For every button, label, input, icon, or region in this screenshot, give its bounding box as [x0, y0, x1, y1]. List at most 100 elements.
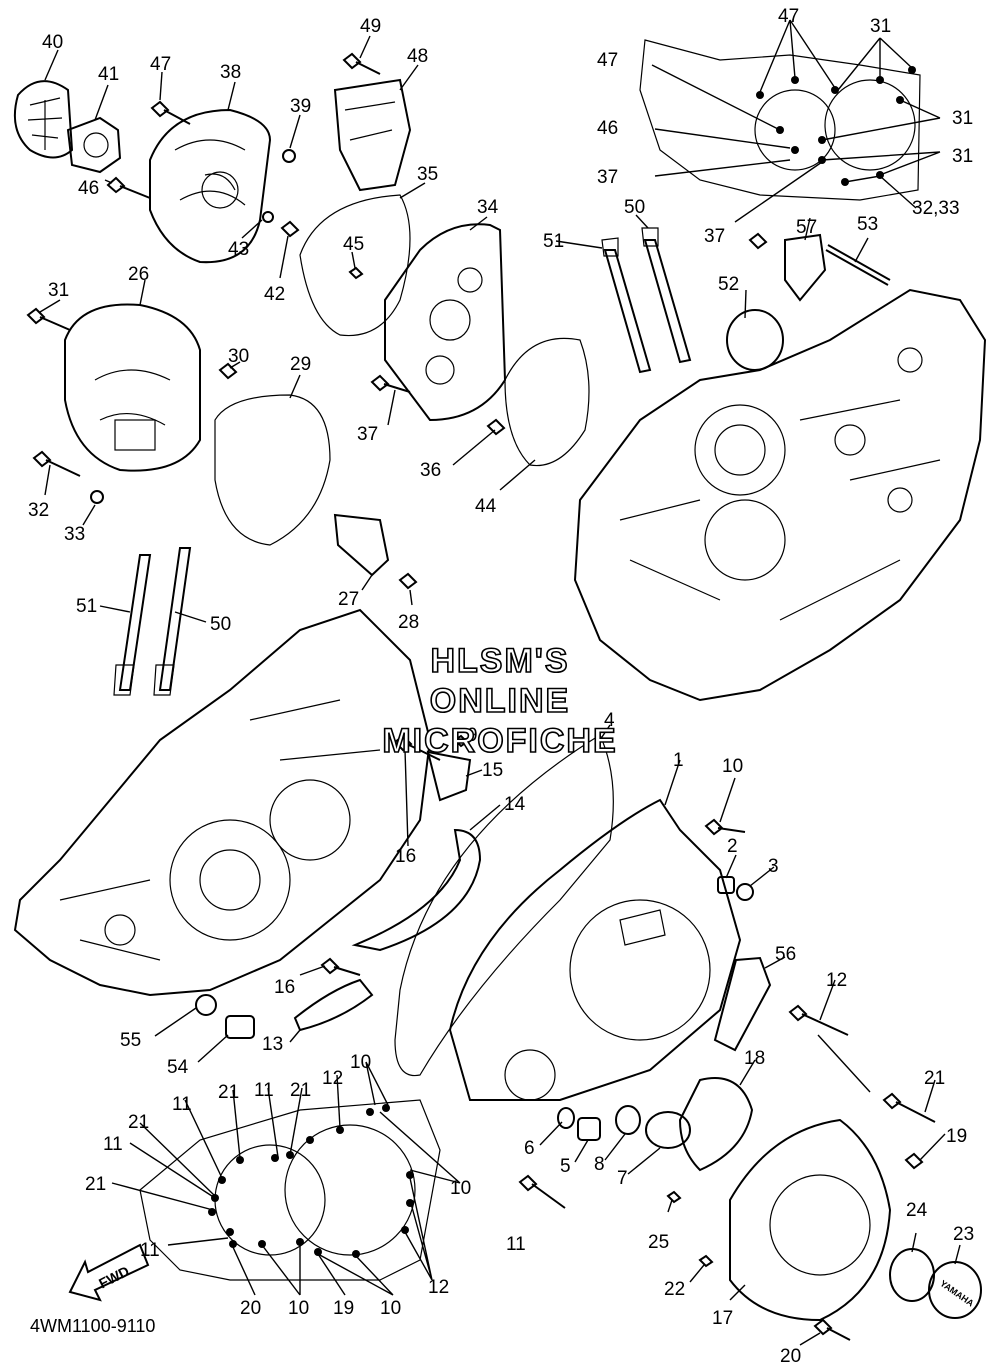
callout-42: 42	[264, 284, 285, 305]
callout-12-right: 12	[826, 970, 847, 991]
callout-14: 14	[504, 794, 526, 815]
stud-50-top	[641, 227, 692, 364]
part-15-plate	[426, 750, 472, 802]
callout-18: 18	[744, 1048, 765, 1069]
callout-54: 54	[167, 1057, 189, 1078]
callout-28: 28	[398, 612, 419, 633]
callout-21-left: 21	[85, 1174, 106, 1195]
callout-5: 5	[560, 1156, 571, 1177]
part-17-generator-cover	[729, 1118, 892, 1322]
crankcase-bolt-pattern-top	[639, 39, 921, 201]
callout-16-upper: 16	[395, 846, 416, 867]
stud-53	[825, 244, 891, 286]
callout-50-top: 50	[624, 197, 645, 218]
callout-57: 57	[796, 217, 817, 238]
callout-10-upper: 10	[722, 756, 743, 777]
callout-47-left: 47	[597, 50, 618, 71]
bolt-31-left	[26, 307, 71, 331]
callout-9: 9	[467, 725, 478, 746]
part-18-bracket	[678, 1077, 754, 1172]
callout-26: 26	[128, 264, 149, 285]
bolt-19-right	[904, 1152, 924, 1170]
callout-39: 39	[290, 96, 311, 117]
fwd-label: FWD	[96, 1263, 132, 1292]
callout-33: 33	[64, 524, 85, 545]
callout-22: 22	[664, 1279, 685, 1300]
callout-20-right: 20	[780, 1346, 801, 1367]
callout-15: 15	[482, 760, 503, 781]
part-41-coupling	[66, 116, 122, 174]
callout-56: 56	[775, 944, 796, 965]
bolt-28	[398, 572, 418, 590]
callout-7: 7	[617, 1168, 628, 1189]
callout-49: 49	[360, 16, 381, 37]
bolt-47	[150, 100, 191, 125]
callout-47: 47	[150, 54, 171, 75]
fwd-arrow: FWD	[68, 1243, 150, 1302]
callout-21-mid-top: 21	[218, 1082, 239, 1103]
bolt-16-upper	[393, 734, 441, 761]
pin-25	[666, 1190, 682, 1204]
callout-16-lower: 16	[274, 977, 295, 998]
part-6-o-ring	[557, 1107, 575, 1129]
part-24-cap	[889, 1248, 935, 1302]
callout-47-top: 47	[778, 6, 799, 27]
bolt-20-right	[813, 1318, 851, 1341]
callout-29: 29	[290, 354, 311, 375]
callout-40: 40	[42, 32, 63, 53]
callout-10-bottom-right: 10	[380, 1298, 401, 1319]
callout-20-left: 20	[240, 1298, 261, 1319]
watermark-line-2: ONLINE	[430, 682, 570, 720]
callout-11-top: 11	[254, 1080, 274, 1101]
callout-48: 48	[407, 46, 428, 67]
watermark: HLSM'S ONLINE MICROFICHE	[382, 641, 617, 761]
callout-21-left-top: 21	[128, 1112, 149, 1133]
part-57-bracket	[784, 233, 827, 302]
bolt-46	[106, 176, 151, 199]
callout-41: 41	[98, 64, 119, 85]
callout-21-right: 21	[924, 1068, 945, 1089]
callout-50-mid: 50	[210, 614, 231, 635]
bolt-30	[218, 362, 238, 380]
watermark-line-3: MICROFICHE	[382, 722, 617, 760]
callout-8: 8	[594, 1154, 605, 1175]
part-48-bracket	[333, 78, 412, 192]
callout-45: 45	[343, 234, 364, 255]
crankcase-right	[573, 288, 987, 702]
part-27-bracket	[333, 513, 390, 577]
callout-23: 23	[953, 1224, 974, 1245]
stud-50-mid	[153, 547, 192, 696]
callout-32-33: 32,33	[912, 198, 960, 219]
bolt-10-upper	[704, 818, 746, 836]
bolt-11-lower	[518, 1174, 566, 1209]
callout-11-bottom-left: 11	[140, 1240, 160, 1261]
callout-37-top-left: 37	[597, 167, 618, 188]
callout-labels: 40 41 47 38 49 48 39 46 43 42 35 45 34 4…	[28, 6, 974, 1367]
bolt-42	[280, 220, 300, 238]
leader-lines	[39, 19, 961, 1346]
callout-10-top: 10	[350, 1052, 371, 1073]
part-29-gasket	[214, 394, 331, 546]
bolt-49	[342, 52, 381, 75]
callout-55: 55	[120, 1030, 141, 1051]
part-56-bracket	[713, 956, 772, 1052]
part-40-cover	[14, 80, 74, 159]
callout-12-top: 12	[322, 1068, 343, 1089]
part-3-washer	[736, 883, 754, 901]
callout-21-top: 21	[290, 1080, 311, 1101]
callout-51-mid: 51	[76, 596, 97, 617]
callout-10-cover: 10	[450, 1178, 471, 1199]
part-26-cover	[64, 303, 201, 472]
part-8-o-ring	[615, 1105, 641, 1135]
callout-31-top: 31	[870, 16, 891, 37]
callout-24: 24	[906, 1200, 928, 1221]
cap-logo-text: YAMAHA	[938, 1278, 976, 1309]
callout-13: 13	[262, 1034, 283, 1055]
bolt-37-left	[370, 374, 411, 393]
crankcase-left	[13, 608, 432, 997]
callout-37-top-bottom: 37	[704, 226, 725, 247]
callout-34: 34	[477, 197, 499, 218]
bolt-12-right	[788, 1004, 849, 1036]
bolt-21-right	[882, 1092, 936, 1123]
crankcase-bolt-pattern-bottom	[139, 1099, 441, 1281]
